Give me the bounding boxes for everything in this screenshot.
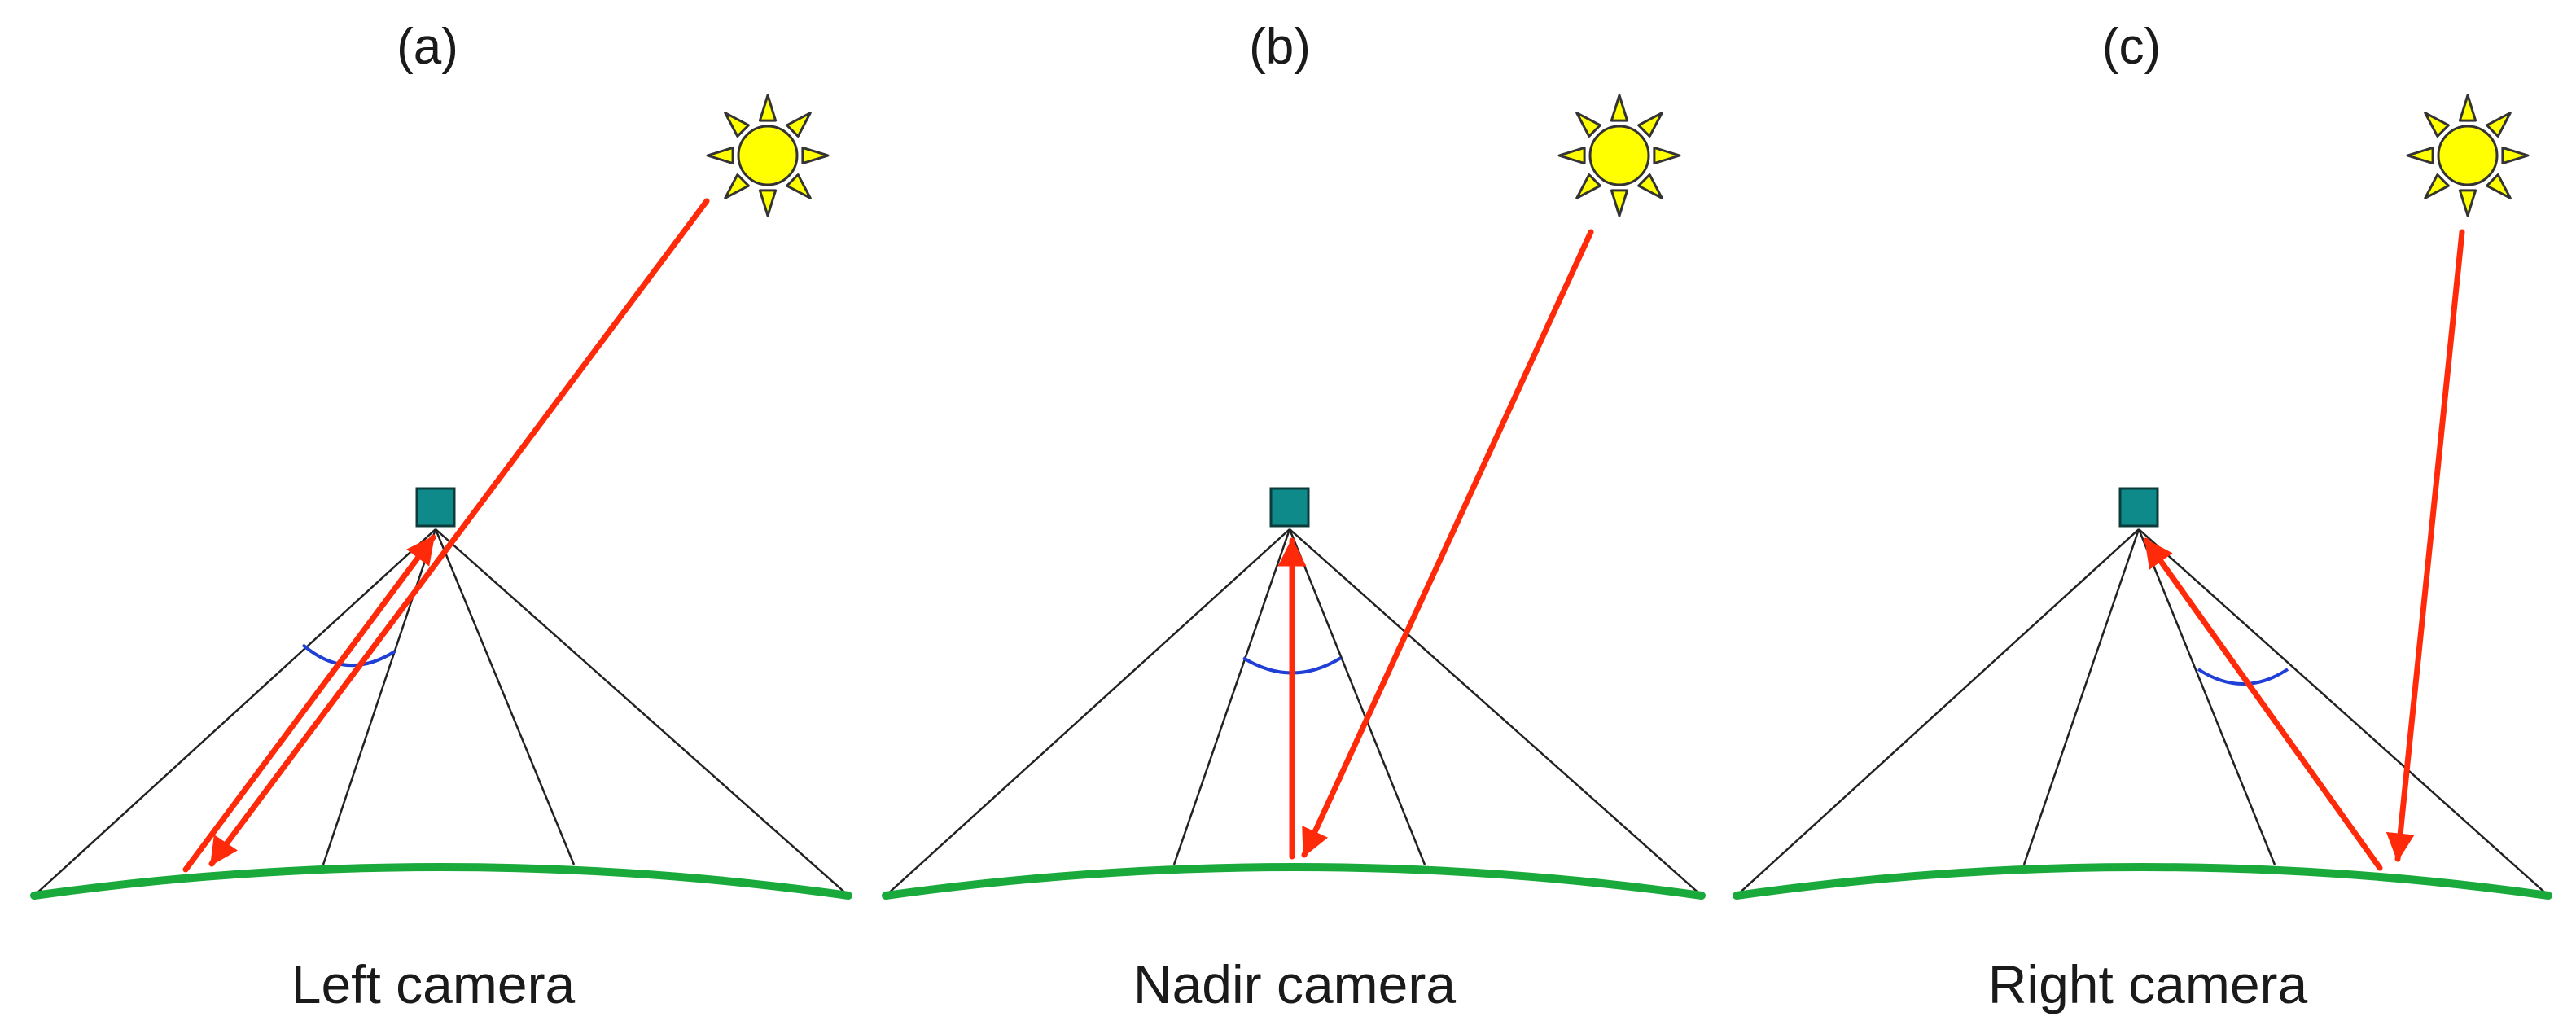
sun-ray-triangle: [2406, 146, 2434, 165]
panel-c-caption: Right camera: [1988, 954, 2308, 1014]
view-angle-arc: [301, 643, 396, 668]
panel-a-caption: Left camera: [291, 954, 576, 1014]
sun-rays: [706, 94, 830, 217]
sun-ray-triangle: [1637, 112, 1663, 138]
reflected-ray-to-camera: [182, 534, 436, 873]
fov-line: [1172, 528, 1291, 865]
fov-line: [1289, 528, 1702, 896]
sun-ray-triangle: [2486, 173, 2512, 199]
fov-line: [2022, 528, 2140, 865]
sun-ray-triangle: [786, 173, 812, 199]
camera-icon: [2118, 487, 2159, 528]
ground-surface: [1733, 863, 2552, 900]
sun-rays: [1557, 94, 1681, 217]
sun-ray-triangle: [724, 173, 750, 199]
fov-line: [33, 528, 436, 896]
fov-line: [1288, 528, 1426, 865]
fov-line: [434, 528, 576, 865]
sun-ray-triangle: [758, 189, 778, 217]
sun-ray-triangle: [2424, 112, 2450, 138]
panel-a: (a) Left camera: [30, 19, 852, 1014]
sun-ray-triangle: [1575, 112, 1601, 138]
incident-ray-tip: [208, 835, 239, 867]
incident-sun-ray: [210, 198, 710, 865]
sun-ray-triangle: [1610, 94, 1629, 122]
panel-a-label: (a): [396, 19, 458, 75]
sun-ray-triangle: [1575, 173, 1601, 199]
panel-b: (b) Nadir camera: [882, 19, 1706, 1014]
incident-sun-ray: [2385, 229, 2465, 862]
ground-surface: [30, 863, 852, 900]
sun-ray-triangle: [2501, 146, 2530, 165]
sun-ray-triangle: [758, 94, 778, 122]
fov-line: [1736, 528, 2140, 896]
sun-ray-triangle: [1653, 146, 1681, 165]
fov-line: [2137, 528, 2276, 865]
sun-ray-triangle: [2486, 112, 2512, 138]
fov-line: [2138, 528, 2549, 896]
reflected-ray-to-camera: [2143, 537, 2383, 871]
sun-ray-triangle: [1637, 173, 1663, 199]
incident-sun-ray: [1301, 229, 1594, 858]
fov-line: [885, 528, 1290, 896]
sun-ray-triangle: [2424, 173, 2450, 199]
camera-icon: [1269, 487, 1310, 528]
sun-ray-triangle: [1610, 189, 1629, 217]
sun-disc: [737, 125, 799, 186]
panel-c: (c) Right camera: [1733, 19, 2552, 1014]
sun-ray-triangle: [1557, 146, 1586, 165]
sun-ray-triangle: [724, 112, 750, 138]
sun-icon: [706, 94, 830, 217]
sun-rays: [2406, 94, 2530, 217]
sun-ray-triangle: [801, 146, 830, 165]
panel-c-label: (c): [2102, 19, 2161, 75]
sun-ray-triangle: [2458, 94, 2477, 122]
sun-ray-triangle: [706, 146, 734, 165]
view-angle-arc: [2197, 668, 2289, 686]
sun-icon: [2406, 94, 2530, 217]
camera-icon: [415, 487, 456, 528]
fov-line: [435, 528, 849, 896]
panel-b-label: (b): [1249, 19, 1311, 75]
ground-surface: [882, 863, 1706, 900]
sun-disc: [1588, 125, 1650, 186]
sun-icon: [1557, 94, 1681, 217]
sun-ray-triangle: [2458, 189, 2477, 217]
sun-disc: [2437, 125, 2499, 186]
panel-b-caption: Nadir camera: [1133, 954, 1456, 1014]
sun-ray-triangle: [786, 112, 812, 138]
